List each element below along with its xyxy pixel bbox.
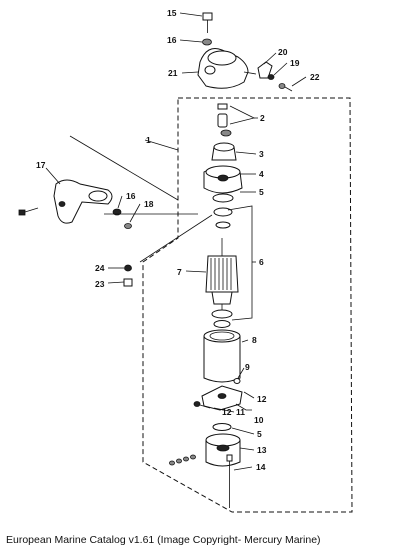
callout-15: 15	[167, 8, 177, 18]
part-23-bolt	[123, 278, 133, 287]
image-caption: European Marine Catalog v1.61 (Image Cop…	[6, 534, 321, 546]
callout-24: 24	[95, 263, 105, 273]
part-21-end-cap	[197, 48, 257, 89]
part-bottom-hardware	[169, 454, 196, 466]
part-8-field-frame	[203, 329, 241, 383]
callout-22: 22	[310, 72, 320, 82]
part-24-nut	[124, 264, 132, 272]
part-16-washer	[202, 38, 212, 46]
callout-19: 19	[290, 58, 300, 68]
callout-12: 12	[257, 394, 267, 404]
part-12-screw	[193, 401, 211, 409]
assembly-boundary	[142, 97, 353, 513]
callout-16: 16	[167, 35, 177, 45]
part-7-armature	[205, 238, 239, 310]
part-15-screw	[202, 12, 213, 33]
callout-2: 2	[260, 113, 265, 123]
callout-9: 9	[245, 362, 250, 372]
part-6-washers-lower	[211, 309, 233, 328]
part-5-washer-top	[212, 193, 234, 229]
part-bracket-bolt	[18, 207, 39, 216]
starter-motor-exploded-diagram: 15 16 20 19 21 22 1 2 3 4 5 17 16 18 6 7…	[18, 8, 353, 513]
part-4-end-frame	[203, 165, 243, 194]
callout-23: 23	[95, 279, 105, 289]
callout-8: 8	[252, 335, 257, 345]
callout-1: 1	[146, 135, 151, 145]
callout-5: 5	[259, 187, 264, 197]
callout-14: 14	[256, 462, 266, 472]
callout-17: 17	[36, 160, 46, 170]
part-18-nut	[124, 223, 132, 229]
part-13-drive-end-frame	[205, 433, 241, 467]
part-9-washer	[233, 378, 241, 384]
part-14-through-bolt	[226, 454, 233, 508]
part-2-brush-set	[217, 103, 232, 137]
callout-13: 13	[257, 445, 267, 455]
callout-16-bracket: 16	[126, 191, 136, 201]
part-17-mounting-bracket	[53, 179, 113, 224]
callout-21: 21	[168, 68, 178, 78]
part-19-nut	[267, 74, 275, 80]
part-22-screw	[278, 83, 293, 92]
leader-lines	[45, 12, 307, 471]
callout-3: 3	[259, 149, 264, 159]
callout-7: 7	[177, 267, 182, 277]
part-11-brush-plate	[201, 385, 243, 411]
callout-12-lower: 12	[222, 407, 232, 417]
part-16-bracket-washer	[112, 208, 122, 216]
callout-18: 18	[144, 199, 154, 209]
callout-11: 11	[236, 407, 245, 417]
callout-10: 10	[254, 415, 264, 425]
callout-6: 6	[259, 257, 264, 267]
callout-5-lower: 5	[257, 429, 262, 439]
part-3-bearing	[211, 142, 237, 161]
callout-4: 4	[259, 169, 264, 179]
part-5-washer-bottom	[212, 423, 232, 431]
callout-20: 20	[278, 47, 288, 57]
